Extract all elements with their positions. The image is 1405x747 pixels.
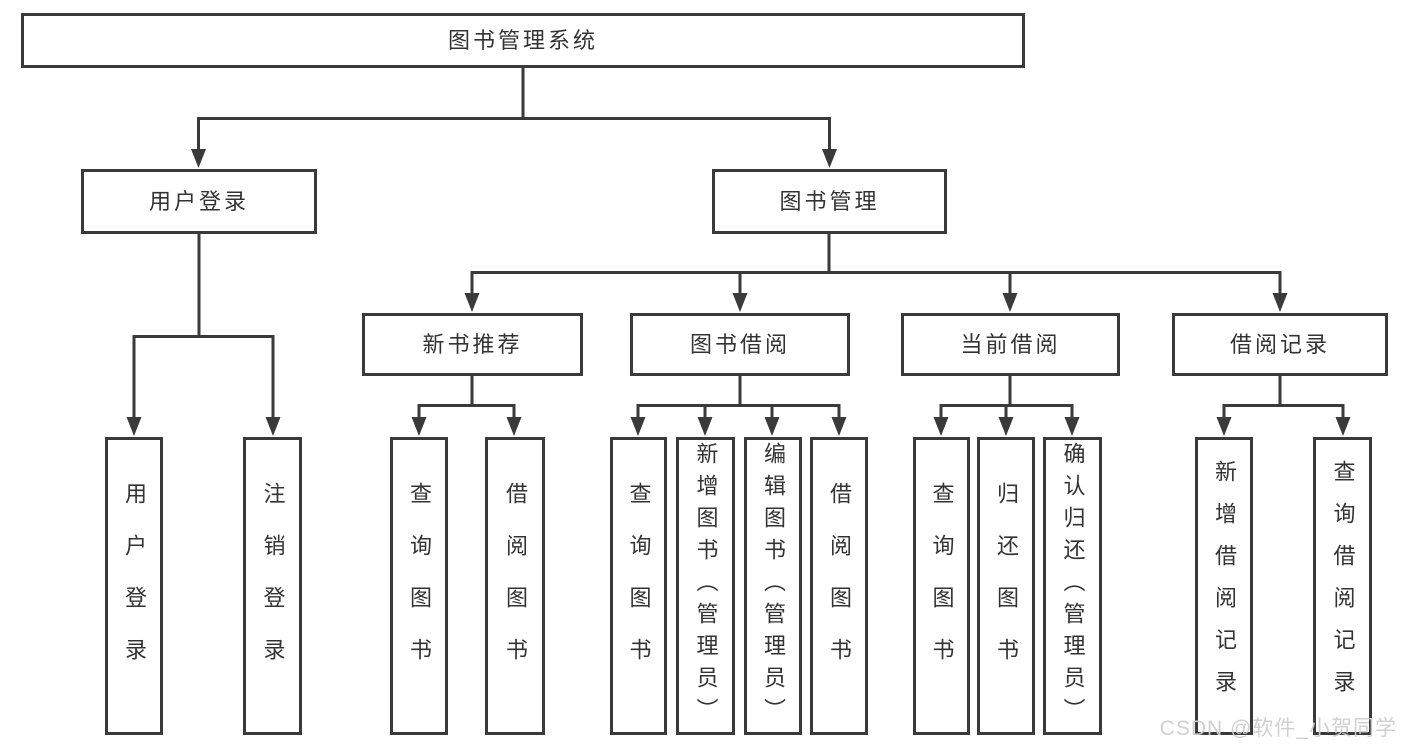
leaf-label: 查询图书	[929, 482, 955, 690]
leaf-label: 借阅图书	[827, 482, 852, 690]
node-new-book-recommend: 新书推荐	[362, 313, 583, 376]
leaf-add-borrow-record: 新增借阅记录	[1195, 437, 1253, 735]
leaf-label: 归还图书	[994, 482, 1019, 690]
node-book-management: 图书管理	[712, 169, 947, 234]
leaf-label: 新增图书（管理员）	[693, 442, 719, 730]
arrowhead-icons	[126, 149, 1351, 436]
node-label: 图书管理	[779, 188, 880, 214]
node-label: 用户登录	[148, 188, 249, 214]
node-label: 新书推荐	[422, 331, 523, 357]
node-label: 借阅记录	[1229, 331, 1330, 357]
leaf-label: 编辑图书（管理员）	[761, 442, 786, 730]
node-borrowing-records: 借阅记录	[1172, 313, 1388, 376]
leaf-query-books-recommend: 查询图书	[390, 437, 448, 735]
leaf-label: 查询图书	[626, 482, 652, 690]
node-user-login: 用户登录	[81, 169, 317, 234]
leaf-add-books-admin: 新增图书（管理员）	[676, 437, 735, 735]
node-label: 图书借阅	[689, 331, 790, 357]
leaf-borrow-books: 借阅图书	[810, 437, 868, 735]
watermark: CSDN @软件_小贺同学	[1159, 717, 1397, 740]
leaf-query-borrow-record: 查询借阅记录	[1313, 437, 1372, 735]
leaf-edit-books-admin: 编辑图书（管理员）	[744, 437, 802, 735]
leaf-label: 借阅图书	[503, 482, 528, 690]
leaf-borrow-books-recommend: 借阅图书	[485, 437, 545, 735]
leaf-label: 用户登录	[122, 482, 147, 690]
node-label: 图书管理系统	[447, 27, 598, 53]
node-root: 图书管理系统	[21, 13, 1025, 68]
leaf-label: 查询图书	[407, 482, 432, 690]
leaf-return-books: 归还图书	[977, 437, 1035, 735]
node-label: 当前借阅	[960, 331, 1061, 357]
leaf-confirm-return-admin: 确认归还（管理员）	[1043, 437, 1102, 735]
node-book-borrowing: 图书借阅	[630, 313, 850, 376]
leaf-logout: 注销登录	[243, 437, 302, 735]
leaf-query-books-current: 查询图书	[913, 437, 970, 735]
leaf-label: 确认归还（管理员）	[1060, 442, 1086, 730]
node-current-borrowing: 当前借阅	[901, 313, 1120, 376]
leaf-query-books-borrowing: 查询图书	[610, 437, 667, 735]
leaf-user-login: 用户登录	[105, 437, 163, 735]
leaf-label: 新增借阅记录	[1212, 460, 1237, 712]
leaf-label: 查询借阅记录	[1330, 460, 1356, 712]
leaf-label: 注销登录	[260, 482, 286, 690]
